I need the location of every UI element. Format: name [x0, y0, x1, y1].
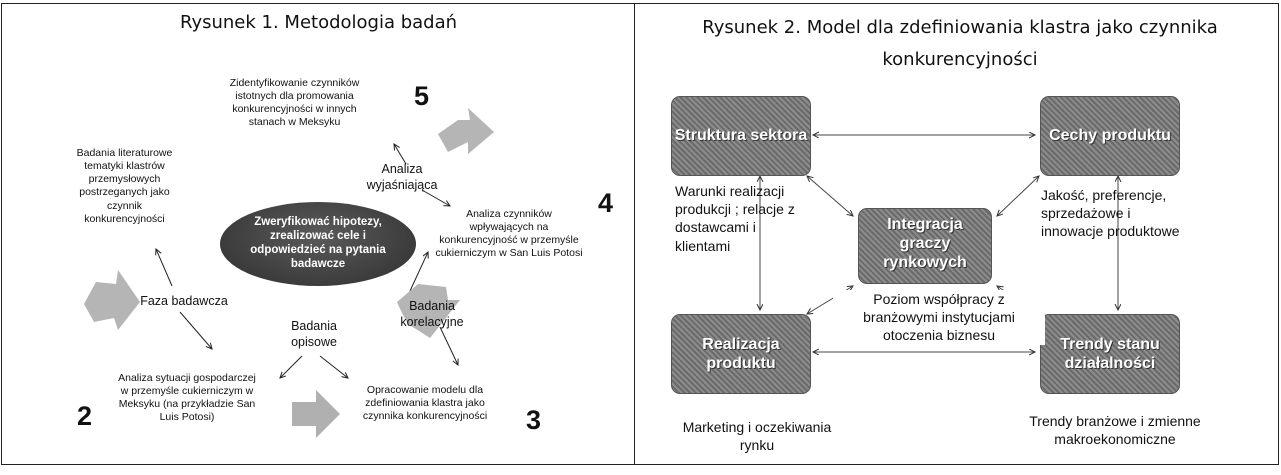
step2-text: Analiza sytuacji gospodarczej w przemyśl…	[118, 372, 256, 424]
block-arrow-top	[438, 108, 494, 154]
phase-research: Faza badawcza	[140, 294, 228, 308]
figure2-title: Rysunek 2. Model dla zdefiniowania klast…	[702, 17, 1218, 70]
arrow-research-to-literature	[156, 249, 173, 287]
literature-text: Badania literaturowe tematyki klastrów p…	[76, 147, 173, 225]
arrow-explanatory-to-5	[394, 144, 407, 165]
arrow-descriptive-to-3	[319, 355, 348, 378]
label-cooperation-level: Poziom współpracy z branżowymi instytucj…	[833, 290, 1045, 345]
block-arrow-right	[397, 284, 460, 338]
figure1-arrows	[84, 108, 494, 438]
phase-descriptive: Badania opisowe	[291, 319, 337, 349]
central-goal-ellipse: Zweryfikować hipotezy, zrealizować cele …	[220, 202, 416, 286]
label-industry-trends: Trendy branżowe i zmienne makroekonomicz…	[1029, 413, 1201, 448]
box-product-features: Cechy produktu	[1040, 96, 1180, 176]
box-product-realization-label: Realizacja produktu	[702, 335, 780, 372]
figure1-panel: Rysunek 1. Metodologia badań Zidentyfiko…	[1, 3, 636, 465]
arrow-correlational-to-3	[439, 326, 458, 365]
step3-text: Opracowanie modelu dla zdefiniowania kla…	[362, 384, 488, 423]
box-market-integration-label: Integracja graczy rynkowych	[883, 216, 967, 272]
step2-number: 2	[77, 401, 93, 431]
figure1-title: Rysunek 1. Metodologia badań	[179, 12, 458, 33]
box-product-realization: Realizacja produktu	[671, 314, 811, 394]
label-quality-preferences: Jakość, preferencje, sprzedażowe i innow…	[1041, 187, 1180, 240]
box-market-integration: Integracja graczy rynkowych	[858, 208, 992, 284]
box-product-features-label: Cechy produktu	[1049, 127, 1171, 145]
central-goal-text: Zweryfikować hipotezy, zrealizować cele …	[250, 216, 386, 270]
step4-text: Analiza czynników wpływających na konkur…	[435, 208, 583, 260]
arrow-center-product	[997, 176, 1039, 216]
label-production-conditions: Warunki realizacji produkcji ; relacje z…	[675, 183, 795, 254]
arrow-descriptive-to-2	[280, 355, 303, 378]
block-arrow-bottom	[292, 390, 340, 438]
phase-correlational: Badania korelacyjne	[400, 299, 464, 329]
arrow-center-structure	[807, 176, 853, 216]
phase-explanatory: Analiza wyjaśniająca	[366, 162, 438, 192]
step5-number: 5	[414, 81, 430, 111]
arrow-explanatory-to-4	[421, 189, 450, 206]
step3-number: 3	[526, 405, 542, 435]
arrow-research-to-2	[179, 311, 212, 349]
block-arrow-left	[84, 270, 140, 330]
step5-text: Zidentyfikowanie czynników istotnych dla…	[229, 77, 360, 129]
box-business-trends: Trendy stanu działalności	[1040, 314, 1180, 394]
arrow-correlational-to-4	[409, 252, 428, 292]
label-marketing: Marketing i oczekiwania rynku	[682, 419, 832, 454]
box-sector-structure: Struktura sektora	[671, 96, 811, 176]
step4-number: 4	[598, 188, 614, 218]
figure2-panel: Rysunek 2. Model dla zdefiniowania klast…	[634, 3, 1279, 465]
box-business-trends-label: Trendy stanu działalności	[1060, 335, 1160, 372]
box-sector-structure-label: Struktura sektora	[674, 127, 808, 145]
